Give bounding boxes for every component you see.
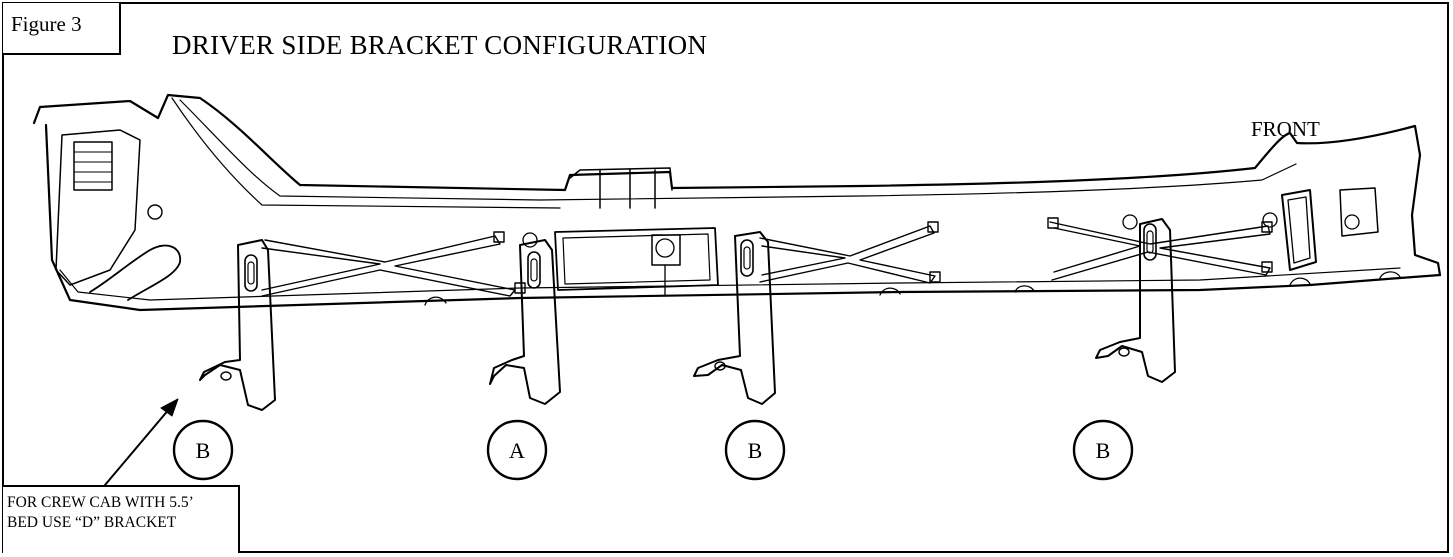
callout-3: B [724,419,786,481]
callout-letter: B [748,438,763,463]
callout-4: B [1072,419,1134,481]
bracket-1 [199,239,276,411]
crew-cab-note: FOR CREW CAB WITH 5.5’ BED USE “D” BRACK… [3,485,240,553]
cross-braces [261,217,1273,297]
callout-2: A [486,419,548,481]
front-orientation-label: FRONT [1251,117,1320,141]
note-line: BED USE “D” BRACKET [7,514,177,531]
callout-letter: B [1096,438,1111,463]
note-leader-arrow [104,398,179,486]
bracket-4 [1095,218,1176,383]
diagram-title: DRIVER SIDE BRACKET CONFIGURATION [172,30,708,60]
bracket-2 [489,239,561,405]
figure-label: Figure 3 [3,3,121,55]
callout-1: B [172,419,234,481]
callout-letter: A [509,438,525,463]
note-line: FOR CREW CAB WITH 5.5’ [7,494,194,511]
rocker-panel [32,93,1442,312]
bracket-3 [693,231,776,405]
callout-letter: B [196,438,211,463]
